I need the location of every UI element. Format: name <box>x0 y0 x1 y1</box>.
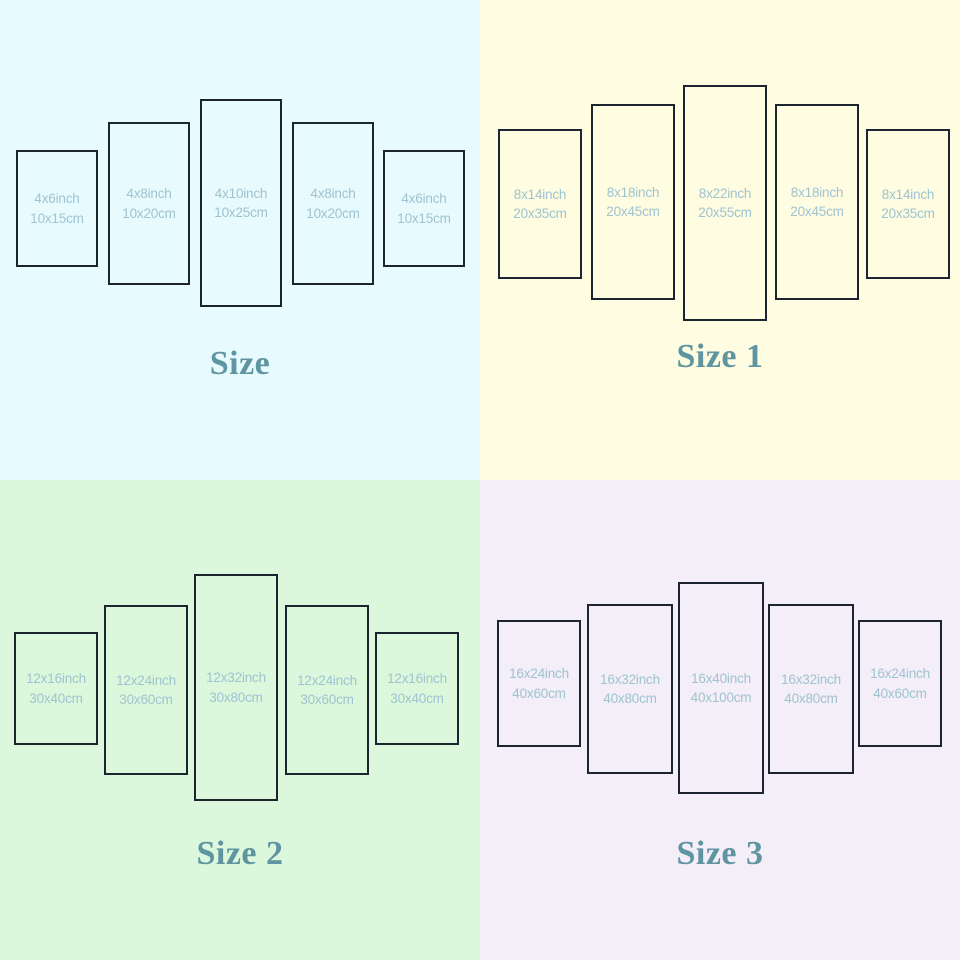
panel-size-inch: 16x24inch <box>870 666 930 682</box>
quadrant-title-size: Size <box>209 345 271 382</box>
panel-size-cm: 40x80cm <box>603 691 657 706</box>
panel-size-label: 4x8inch 10x20cm <box>122 184 176 222</box>
panel[interactable]: 8x14inch 20x35cm <box>866 129 950 279</box>
panel-size-cm: 10x20cm <box>306 205 360 221</box>
panel-size-cm: 30x40cm <box>390 690 444 706</box>
panel-size-inch: 16x40inch <box>691 670 751 686</box>
panel-size-label: 8x18inch 20x45cm <box>606 183 660 221</box>
panel[interactable]: 12x32inch 30x80cm <box>194 574 278 801</box>
panel-size-cm: 30x40cm <box>29 690 83 706</box>
panel-size-cm: 20x35cm <box>513 206 567 221</box>
panel-size-cm: 40x80cm <box>784 691 838 706</box>
panel-size-cm: 20x55cm <box>698 205 752 220</box>
panel-size-label: 8x14inch 20x35cm <box>513 185 567 223</box>
panel-size-inch: 12x24inch <box>116 672 176 688</box>
panel-size-inch: 8x18inch <box>790 184 844 200</box>
panel-size-cm: 20x35cm <box>881 206 935 221</box>
panel[interactable]: 8x14inch 20x35cm <box>498 129 582 279</box>
panel-size-label: 12x24inch 30x60cm <box>297 671 357 709</box>
quadrant-title-size-3: Size 3 <box>676 835 764 872</box>
panel-group-size: 4x6inch 10x15cm 4x8inch 10x20cm 4x10inch 10x2… <box>0 0 480 400</box>
quadrant-title-size-1: Size 1 <box>676 338 764 375</box>
panel-size-inch: 16x32inch <box>600 671 660 687</box>
panel-size-cm: 40x100cm <box>690 690 752 705</box>
panel-size-label: 16x40inch 40x100cm <box>691 669 752 707</box>
panel-size-cm: 30x60cm <box>300 692 354 707</box>
panel-size-label: 12x16inch 30x40cm <box>387 669 447 707</box>
panel-size-label: 16x24inch 40x60cm <box>870 664 930 702</box>
panel[interactable]: 8x18inch 20x45cm <box>775 104 859 300</box>
panel-size-label: 16x32inch 40x80cm <box>600 670 660 708</box>
panel-size-inch: 4x8inch <box>310 186 356 202</box>
panel-size-label: 12x32inch 30x80cm <box>206 668 266 706</box>
panel[interactable]: 4x8inch 10x20cm <box>292 122 374 285</box>
panel-size-label: 4x10inch 10x25cm <box>214 184 268 222</box>
panel-group-size-3: 16x24inch 40x60cm 16x32inch 40x80cm 16x40inc… <box>480 480 960 880</box>
panel-size-cm: 10x25cm <box>214 205 268 220</box>
panel[interactable]: 16x32inch 40x80cm <box>587 604 673 774</box>
panel-size-label: 8x18inch 20x45cm <box>790 183 844 221</box>
panel-size-label: 4x6inch 10x15cm <box>30 189 84 227</box>
panel-size-label: 12x24inch 30x60cm <box>116 671 176 709</box>
quadrant-size-1: 8x14inch 20x35cm 8x18inch 20x45cm 8x22inch 20… <box>480 0 960 480</box>
panel-size-inch: 8x18inch <box>606 184 660 200</box>
panel-size-cm: 10x20cm <box>122 205 176 221</box>
panel[interactable]: 4x10inch 10x25cm <box>200 99 282 307</box>
panel-size-inch: 4x6inch <box>34 191 80 207</box>
quadrant-title-size-2: Size 2 <box>196 835 284 872</box>
panel[interactable]: 12x16inch 30x40cm <box>14 632 98 745</box>
panel-size-cm: 30x60cm <box>119 692 173 707</box>
panel-size-inch: 12x32inch <box>206 670 266 686</box>
quadrant-size-2: 12x16inch 30x40cm 12x24inch 30x60cm 12x32inc… <box>0 480 480 960</box>
panel[interactable]: 12x24inch 30x60cm <box>104 605 188 775</box>
panel[interactable]: 16x24inch 40x60cm <box>858 620 942 747</box>
panel-size-cm: 30x80cm <box>209 689 263 705</box>
panel-size-label: 8x22inch 20x55cm <box>698 184 752 222</box>
panel[interactable]: 4x6inch 10x15cm <box>383 150 465 267</box>
panel-size-inch: 4x8inch <box>126 186 172 202</box>
panel-size-inch: 8x22inch <box>698 185 752 201</box>
panel[interactable]: 8x18inch 20x45cm <box>591 104 675 300</box>
panel-size-inch: 4x6inch <box>401 191 447 207</box>
quadrant-size-3: 16x24inch 40x60cm 16x32inch 40x80cm 16x40inc… <box>480 480 960 960</box>
panel[interactable]: 16x40inch 40x100cm <box>678 582 764 794</box>
panel[interactable]: 16x24inch 40x60cm <box>497 620 581 747</box>
panel-size-inch: 12x16inch <box>26 671 86 687</box>
panel-size-label: 4x8inch 10x20cm <box>306 184 360 222</box>
panel-size-inch: 12x24inch <box>297 672 357 688</box>
panel[interactable]: 4x6inch 10x15cm <box>16 150 98 267</box>
quadrant-size: 4x6inch 10x15cm 4x8inch 10x20cm 4x10inch 10x2… <box>0 0 480 480</box>
panel-size-inch: 4x10inch <box>214 185 268 201</box>
panel-size-label: 16x32inch 40x80cm <box>781 670 841 708</box>
panel[interactable]: 12x24inch 30x60cm <box>285 605 369 775</box>
panel-size-inch: 12x16inch <box>387 671 447 687</box>
panel-size-inch: 16x32inch <box>781 671 841 687</box>
panel-size-cm: 10x15cm <box>397 210 451 226</box>
panel-size-cm: 20x45cm <box>606 204 660 219</box>
panel[interactable]: 16x32inch 40x80cm <box>768 604 854 774</box>
panel[interactable]: 4x8inch 10x20cm <box>108 122 190 285</box>
panel[interactable]: 12x16inch 30x40cm <box>375 632 459 745</box>
panel-size-inch: 16x24inch <box>509 666 569 682</box>
panel-size-inch: 8x14inch <box>513 186 567 202</box>
panel-size-label: 12x16inch 30x40cm <box>26 669 86 707</box>
panel-size-cm: 20x45cm <box>790 204 844 219</box>
panel-size-label: 4x6inch 10x15cm <box>397 189 451 227</box>
panel-size-label: 8x14inch 20x35cm <box>881 185 935 223</box>
panel-size-cm: 40x60cm <box>873 685 927 701</box>
panel-size-label: 16x24inch 40x60cm <box>509 664 569 702</box>
panel-group-size-1: 8x14inch 20x35cm 8x18inch 20x45cm 8x22inch 20… <box>480 0 960 400</box>
panel[interactable]: 8x22inch 20x55cm <box>683 85 767 321</box>
panel-size-cm: 40x60cm <box>512 685 566 701</box>
panel-size-cm: 10x15cm <box>30 210 84 226</box>
panel-size-inch: 8x14inch <box>881 186 935 202</box>
panel-group-size-2: 12x16inch 30x40cm 12x24inch 30x60cm 12x32inc… <box>0 480 480 880</box>
